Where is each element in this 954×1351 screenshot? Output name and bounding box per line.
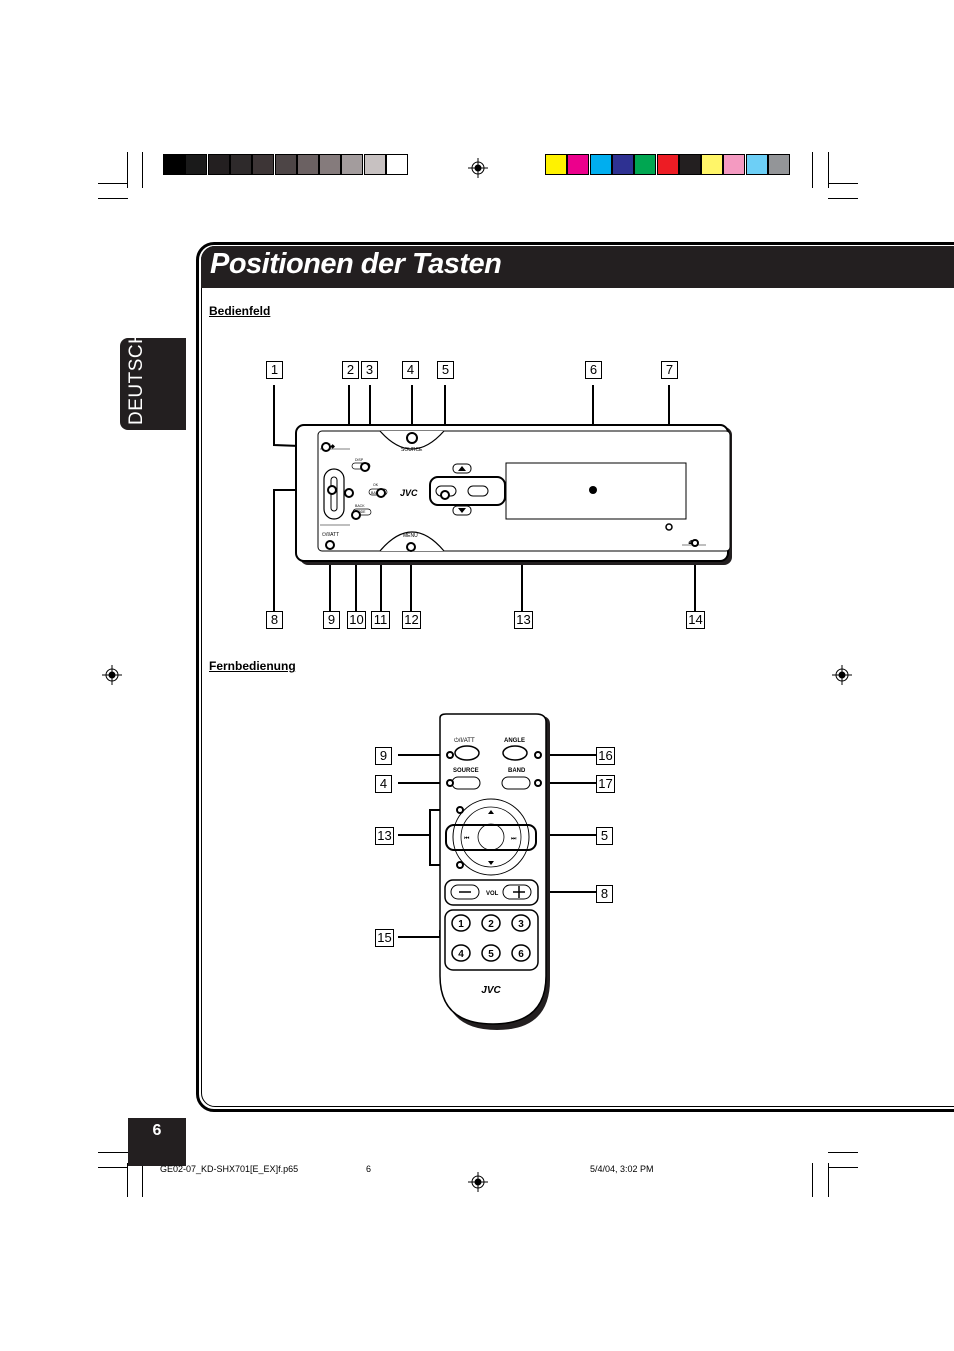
callout-2: 2	[342, 361, 359, 379]
crop-mark	[828, 183, 858, 184]
crop-mark	[142, 1163, 143, 1197]
crop-mark	[828, 1167, 858, 1168]
language-tab	[120, 338, 186, 430]
crop-mark	[98, 183, 128, 184]
remote-key-3: 3	[518, 919, 524, 930]
process-swatch	[768, 154, 790, 175]
callout-12: 12	[402, 611, 421, 629]
title-bar	[201, 246, 954, 288]
remote-brand-label: JVC	[481, 985, 501, 996]
page-frame	[196, 242, 954, 1112]
process-swatch	[567, 154, 590, 175]
crop-mark	[812, 1163, 813, 1197]
back-label: BACK	[355, 504, 365, 508]
process-swatch	[634, 154, 657, 175]
mode-label: MODE	[355, 510, 366, 514]
svg-text:⏮: ⏮	[464, 836, 470, 842]
remote-band-label: BAND	[508, 768, 526, 774]
process-swatch	[611, 154, 634, 175]
process-swatch	[678, 154, 701, 175]
crop-mark	[98, 1167, 128, 1168]
gray-swatch	[207, 154, 230, 175]
disp-label: DISP	[355, 458, 364, 462]
ok-label: OK	[373, 483, 379, 487]
remote-angle-label: ANGLE	[504, 738, 525, 744]
registration-mark-icon	[468, 1172, 488, 1192]
power-label: ⏻/I/ATT	[322, 532, 339, 538]
footer-page: 6	[366, 1164, 372, 1174]
language-tab-label: DEUTSCH	[126, 329, 147, 425]
remote-control-diagram: ⏻/I/ATT ANGLE SOURCE BAND ⏮ ⏭ VOL 1 2 3 …	[398, 713, 596, 1030]
crop-mark	[812, 152, 813, 188]
footer-file: GE02-07_KD-SHX701[E_EX]f.p65	[160, 1164, 299, 1174]
section-heading-remote: Fernbedienung	[209, 659, 296, 673]
remote-power-label: ⏻/I/ATT	[454, 737, 475, 744]
process-swatch	[745, 154, 768, 175]
gray-swatch	[319, 154, 342, 175]
page-number: 6	[128, 1118, 186, 1166]
process-swatch	[545, 154, 567, 175]
callout-9: 9	[323, 611, 340, 629]
source-label: SOURCE	[401, 447, 423, 453]
page-title: Positionen der Tasten	[210, 248, 502, 280]
remote-source-label: SOURCE	[453, 768, 479, 774]
remote-key-1: 1	[458, 919, 464, 930]
registration-mark-icon	[468, 158, 488, 178]
callout-13: 13	[514, 611, 533, 629]
crop-mark	[828, 198, 858, 199]
remote-callout-4: 4	[375, 775, 392, 793]
remote-vol-label: VOL	[486, 891, 499, 897]
callout-11: 11	[371, 611, 390, 629]
callout-6: 6	[585, 361, 602, 379]
control-panel-diagram: SOURCE MENU ⏏/◆ ⏻/I/ATT DISP BACK MODE O…	[273, 385, 732, 612]
crop-mark	[828, 1152, 858, 1153]
callout-5: 5	[437, 361, 454, 379]
gray-swatch	[252, 154, 275, 175]
remote-callout-15: 15	[375, 929, 394, 947]
callout-4: 4	[402, 361, 419, 379]
gray-swatch	[386, 154, 408, 175]
remote-key-6: 6	[518, 949, 524, 960]
callout-3: 3	[361, 361, 378, 379]
remote-callout-5: 5	[596, 827, 613, 845]
registration-mark-icon	[102, 665, 122, 685]
menu-label: MENU	[403, 533, 418, 539]
gray-swatch	[229, 154, 252, 175]
crop-mark	[98, 198, 128, 199]
gray-swatch	[296, 154, 319, 175]
process-swatch	[701, 154, 724, 175]
crop-mark	[142, 152, 143, 188]
gray-swatch	[163, 154, 185, 175]
gray-swatch	[274, 154, 297, 175]
remote-callout-17: 17	[596, 775, 615, 793]
callout-7: 7	[661, 361, 678, 379]
gray-swatch	[185, 154, 208, 175]
remote-key-4: 4	[458, 949, 464, 960]
remote-callout-9: 9	[375, 747, 392, 765]
gray-swatch	[341, 154, 364, 175]
crop-mark	[98, 1152, 128, 1153]
remote-key-5: 5	[488, 949, 494, 960]
remote-callout-8: 8	[596, 885, 613, 903]
remote-callout-13: 13	[375, 827, 394, 845]
registration-mark-icon	[832, 665, 852, 685]
crop-mark	[828, 1163, 829, 1197]
panel-brand-label: JVC	[400, 488, 418, 498]
process-swatch	[656, 154, 679, 175]
crop-mark	[127, 1163, 128, 1197]
crop-mark	[828, 152, 829, 188]
section-heading-control-panel: Bedienfeld	[209, 304, 271, 318]
gray-swatch	[363, 154, 386, 175]
remote-key-2: 2	[488, 919, 494, 930]
process-swatch	[723, 154, 746, 175]
crop-mark	[127, 152, 128, 188]
remote-callout-16: 16	[596, 747, 615, 765]
process-swatch	[589, 154, 612, 175]
callout-1: 1	[266, 361, 283, 379]
svg-text:⏭: ⏭	[511, 836, 517, 842]
footer-datetime: 5/4/04, 3:02 PM	[590, 1164, 654, 1174]
